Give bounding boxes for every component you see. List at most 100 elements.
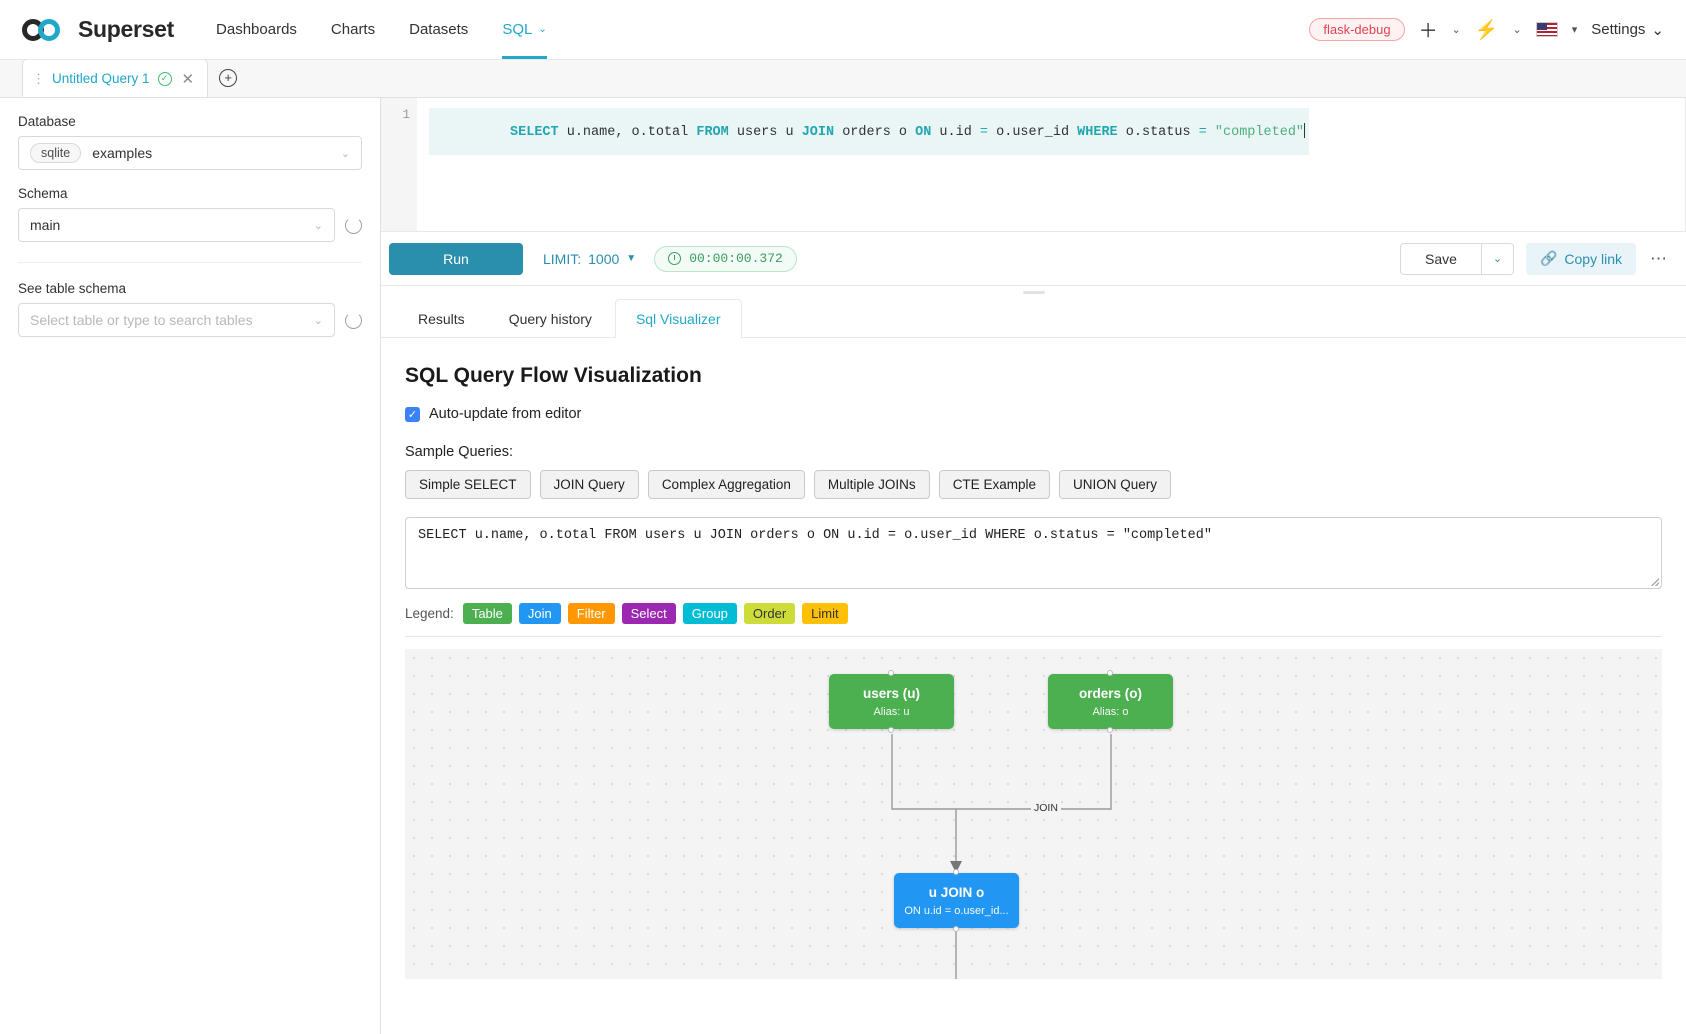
token-eq-2: = [1198, 125, 1207, 140]
token-uid: u.id [931, 125, 980, 140]
language-chevron-down-icon[interactable]: ▾ [1571, 24, 1578, 36]
chevron-down-icon: ⌄ [538, 24, 547, 35]
table-schema-label: See table schema [18, 281, 127, 296]
query-flow-canvas[interactable]: users (u) Alias: u orders (o) Alias: o J… [405, 649, 1662, 979]
schema-row: main ⌄ [18, 208, 362, 242]
database-select[interactable]: sqlite examples ⌄ [18, 136, 362, 170]
limit-label: LIMIT: [543, 250, 582, 267]
token-where: WHERE [1077, 125, 1118, 140]
sample-queries-label: Sample Queries: [405, 444, 513, 460]
sample-button-complex-aggregation[interactable]: Complex Aggregation [647, 470, 805, 499]
query-tab-untitled-query-1[interactable]: ⋮ Untitled Query 1 ✓ ✕ [22, 59, 209, 97]
nav-item-datasets[interactable]: Datasets [409, 0, 468, 59]
copy-link-button[interactable]: 🔗 Copy link [1525, 242, 1636, 275]
close-icon[interactable]: ✕ [181, 70, 195, 88]
limit-dropdown[interactable]: LIMIT: 1000 ▼ [543, 251, 636, 267]
nav-label: Charts [330, 21, 376, 38]
token-userid: o.user_id [988, 125, 1078, 140]
new-query-tab-button[interactable]: + [208, 59, 248, 97]
sample-button-simple-select[interactable]: Simple SELECT [405, 470, 531, 499]
toolbar-right: Save ⌄ 🔗 Copy link ⋯ [1400, 242, 1670, 275]
flow-node-subtitle: Alias: o [1092, 705, 1129, 718]
flow-node-title: orders (o) [1078, 685, 1142, 701]
chevron-down-icon: ⌄ [313, 314, 323, 327]
chevron-down-icon: ⌄ [340, 147, 350, 160]
plus-chevron-down-icon[interactable]: ⌄ [1451, 24, 1461, 36]
sql-code-editor[interactable]: 1 SELECT u.name, o.total FROM users u JO… [381, 98, 1686, 232]
bolt-icon[interactable]: ⚡ [1474, 19, 1499, 41]
editor-code-area[interactable]: SELECT u.name, o.total FROM users u JOIN… [417, 98, 1686, 231]
flask-debug-badge: flask-debug [1309, 18, 1405, 41]
tab-query-history[interactable]: Query history [508, 311, 592, 327]
tab-sql-visualizer[interactable]: Sql Visualizer [614, 299, 742, 338]
refresh-tables-icon[interactable] [345, 311, 362, 329]
query-tab-label: Untitled Query 1 [52, 71, 150, 86]
language-flag-icon[interactable] [1535, 22, 1558, 37]
token-space [1207, 125, 1215, 140]
sample-queries-row: Simple SELECT JOIN Query Complex Aggrega… [405, 470, 1666, 499]
database-value: examples [92, 145, 153, 161]
settings-menu[interactable]: Settings ⌄ [1591, 21, 1664, 39]
text-cursor [1304, 123, 1306, 138]
drag-handle-icon[interactable]: ⋮ [32, 70, 45, 86]
flow-node-orders[interactable]: orders (o) Alias: o [1048, 670, 1173, 733]
save-button[interactable]: Save [1400, 242, 1482, 275]
sql-input-textarea[interactable]: SELECT u.name, o.total FROM users u JOIN… [405, 517, 1662, 589]
token-users: users u [728, 125, 802, 140]
editor-gutter: 1 [381, 98, 417, 231]
schema-select[interactable]: main ⌄ [18, 208, 335, 242]
token-status: o.status [1117, 125, 1199, 140]
token-orders: orders o [834, 125, 916, 140]
result-tabs: Results Query history Sql Visualizer [381, 298, 1686, 338]
table-placeholder: Select table or type to search tables [30, 312, 253, 328]
nav-item-dashboards[interactable]: Dashboards [216, 0, 297, 59]
run-button[interactable]: Run [389, 242, 523, 275]
textarea-resize-grip[interactable] [1651, 578, 1659, 586]
auto-update-checkbox[interactable]: ✓ [405, 406, 420, 422]
sql-visualizer-panel: SQL Query Flow Visualization ✓ Auto-upda… [381, 338, 1686, 1034]
superset-logo[interactable]: Superset [22, 16, 174, 43]
legend-badge-group: Group [682, 603, 737, 624]
workspace: Database sqlite examples ⌄ Schema main ⌄… [0, 98, 1686, 1034]
token-from: FROM [696, 125, 729, 140]
node-port-bottom [888, 727, 894, 733]
link-icon: 🔗 [1539, 250, 1558, 266]
panel-resize-handle[interactable] [381, 286, 1686, 298]
clock-icon [668, 252, 682, 265]
auto-update-label: Auto-update from editor [429, 406, 582, 422]
node-port-bottom [1107, 727, 1113, 733]
nav-label: Datasets [409, 21, 469, 38]
query-config-panel: Database sqlite examples ⌄ Schema main ⌄… [0, 98, 381, 1034]
chevron-down-icon: ▼ [626, 253, 637, 264]
settings-chevron-down-icon: ⌄ [1651, 21, 1664, 39]
nav-item-sql[interactable]: SQL ⌄ [502, 0, 546, 59]
plus-icon[interactable]: ＋ [1418, 21, 1438, 42]
flow-node-join[interactable]: u JOIN o ON u.id = o.user_id... [894, 869, 1019, 932]
settings-label: Settings [1591, 21, 1646, 38]
table-schema-row: Select table or type to search tables ⌄ [18, 303, 362, 337]
save-chevron-down-icon[interactable]: ⌄ [1481, 242, 1514, 275]
node-port-top [888, 670, 894, 676]
table-select[interactable]: Select table or type to search tables ⌄ [18, 303, 335, 337]
sample-button-join-query[interactable]: JOIN Query [539, 470, 639, 499]
refresh-schema-icon[interactable] [345, 216, 362, 234]
query-timer: 00:00:00.372 [654, 245, 797, 272]
top-navigation-bar: Superset Dashboards Charts Datasets SQL … [0, 0, 1686, 60]
sample-button-multiple-joins[interactable]: Multiple JOINs [813, 470, 930, 499]
panel-divider [18, 262, 362, 263]
bolt-chevron-down-icon[interactable]: ⌄ [1512, 24, 1522, 36]
more-options-icon[interactable]: ⋯ [1650, 248, 1668, 268]
chevron-down-icon: ⌄ [313, 219, 323, 232]
sample-button-union-query[interactable]: UNION Query [1058, 470, 1171, 499]
nav-item-charts[interactable]: Charts [331, 0, 375, 59]
node-port-top [953, 869, 959, 875]
nav-label: Dashboards [216, 21, 297, 38]
flow-node-users[interactable]: users (u) Alias: u [829, 670, 954, 733]
tab-results[interactable]: Results [418, 311, 465, 327]
nav-label: SQL [502, 21, 533, 38]
legend-badge-table: Table [462, 603, 512, 624]
sql-editor-panel: 1 SELECT u.name, o.total FROM users u JO… [381, 98, 1686, 1034]
copy-link-label: Copy link [1564, 250, 1622, 267]
sql-input-value: SELECT u.name, o.total FROM users u JOIN… [418, 528, 1212, 543]
sample-button-cte-example[interactable]: CTE Example [938, 470, 1050, 499]
